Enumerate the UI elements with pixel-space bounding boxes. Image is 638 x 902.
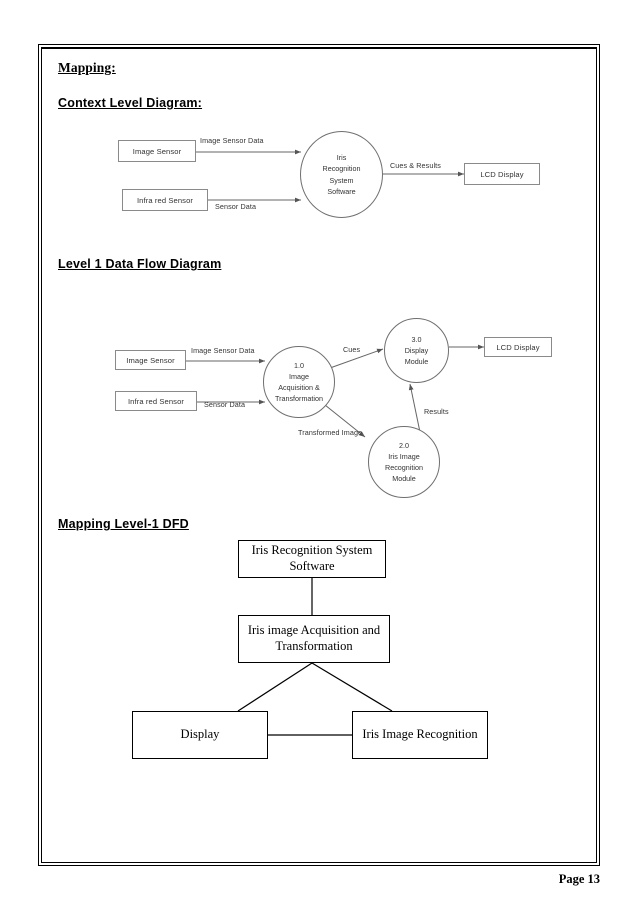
hierarchy-node-display-label: Display	[180, 727, 220, 742]
context-entity-image-sensor-label: Image Sensor	[132, 146, 182, 156]
level-1-entity-infrared-sensor[interactable]: Infra red Sensor	[115, 391, 197, 411]
context-flow-label-sensor-data: Sensor Data	[215, 202, 257, 211]
page-border-outer	[38, 44, 600, 866]
level-1-process-3-line-2: Module	[404, 357, 429, 367]
page-number-footer: Page 13	[558, 872, 600, 886]
level-1-entity-lcd-display[interactable]: LCD Display	[484, 337, 552, 357]
level-1-process-3-display-module[interactable]: 3.0 Display Module	[384, 318, 449, 383]
level-1-entity-infrared-sensor-label: Infra red Sensor	[127, 396, 185, 406]
level-1-entity-image-sensor-label: Image Sensor	[126, 355, 175, 365]
context-entity-infrared-sensor-label: Infra red Sensor	[136, 195, 194, 205]
level-1-process-1-image-acquisition-transformation[interactable]: 1.0 Image Acquisition & Transformation	[263, 346, 335, 418]
hierarchy-node-iris-image-recognition[interactable]: Iris Image Recognition	[352, 711, 488, 759]
context-entity-image-sensor[interactable]: Image Sensor	[118, 140, 196, 162]
level-1-process-2-id: 2.0	[399, 440, 409, 450]
level-1-entity-lcd-display-label: LCD Display	[496, 342, 540, 352]
level-1-process-3-id: 3.0	[411, 334, 422, 344]
level-1-process-1-line-2: Acquisition &	[278, 383, 320, 392]
level-1-process-2-iris-image-recognition-module[interactable]: 2.0 Iris Image Recognition Module	[368, 426, 440, 498]
hierarchy-node-root-label: Iris Recognition System Software	[251, 543, 373, 573]
level-1-entity-image-sensor[interactable]: Image Sensor	[115, 350, 186, 370]
context-flow-label-image-sensor-data: Image Sensor Data	[200, 136, 264, 145]
level-1-flow-label-cues: Cues	[343, 345, 361, 354]
level-1-flow-label-sensor-data: Sensor Data	[204, 400, 246, 409]
level-1-flow-label-transformed-image: Transformed Image	[298, 428, 363, 437]
level-1-flow-label-results: Results	[424, 407, 449, 416]
heading-mapping-level-1-dfd: Mapping Level-1 DFD	[58, 517, 189, 531]
level-1-process-2-line-3: Module	[392, 474, 416, 484]
level-1-process-1-line-1: Image	[289, 371, 309, 381]
hierarchy-node-iris-image-recognition-label: Iris Image Recognition	[362, 727, 478, 742]
page-border-inner	[41, 47, 597, 863]
level-1-flow-label-image-sensor-data: Image Sensor Data	[191, 346, 255, 355]
context-process-line-4: Software	[327, 186, 356, 196]
hierarchy-node-root[interactable]: Iris Recognition System Software	[238, 540, 386, 578]
context-flow-label-cues-and-results: Cues & Results	[390, 161, 441, 170]
level-1-process-1-line-3: Transformation	[274, 394, 324, 404]
hierarchy-node-acquisition-transformation[interactable]: Iris image Acquisition and Transformatio…	[238, 615, 390, 663]
context-process-line-2: Recognition	[322, 164, 361, 174]
level-1-process-2-line-2: Recognition	[385, 463, 423, 472]
level-1-process-2-line-1: Iris Image	[388, 451, 420, 461]
context-entity-lcd-display[interactable]: LCD Display	[464, 163, 540, 185]
context-process-line-1: Iris	[336, 153, 347, 163]
hierarchy-node-display[interactable]: Display	[132, 711, 268, 759]
heading-context-level-diagram: Context Level Diagram:	[58, 96, 203, 110]
context-process-line-3: System	[329, 175, 354, 185]
heading-level-1-data-flow-diagram: Level 1 Data Flow Diagram	[58, 257, 222, 271]
context-entity-lcd-display-label: LCD Display	[480, 169, 524, 179]
context-process-iris-recognition-system-software[interactable]: Iris Recognition System Software	[300, 131, 383, 218]
heading-mapping: Mapping:	[58, 60, 116, 75]
level-1-process-1-id: 1.0	[294, 360, 304, 370]
level-1-process-3-line-1: Display	[404, 345, 429, 355]
context-entity-infrared-sensor[interactable]: Infra red Sensor	[122, 189, 208, 211]
hierarchy-node-acquisition-transformation-label: Iris image Acquisition and Transformatio…	[247, 623, 381, 653]
